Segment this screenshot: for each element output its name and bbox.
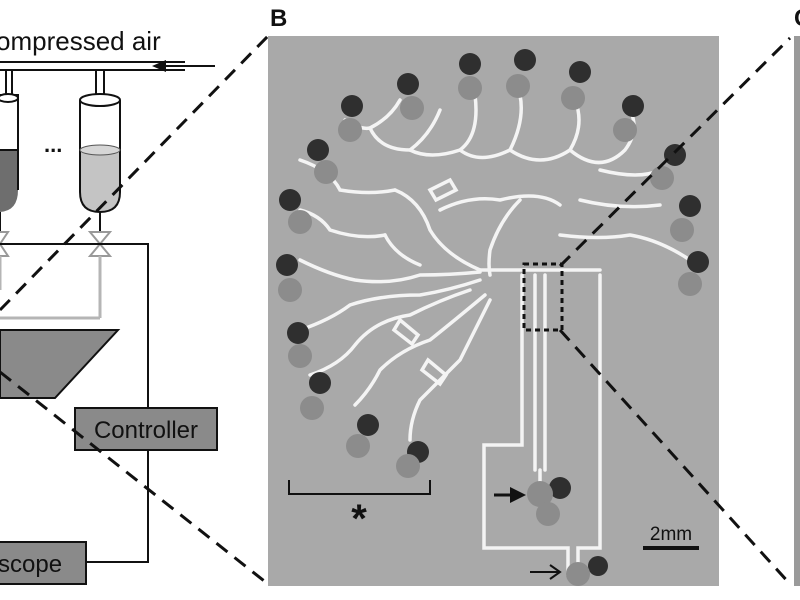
well xyxy=(346,414,379,458)
control-wiring xyxy=(0,243,149,563)
scale-bar-label: 2mm xyxy=(650,524,692,545)
well xyxy=(276,254,302,302)
asterisk-bracket xyxy=(288,480,431,495)
controller-label: Controller xyxy=(94,417,198,444)
well xyxy=(506,49,536,98)
outlet-arrow-bold xyxy=(494,487,526,503)
compressed-air-label: ompressed air xyxy=(0,26,161,56)
panel-b-letter: B xyxy=(270,5,287,32)
well xyxy=(396,441,429,478)
well-group xyxy=(276,49,709,586)
well xyxy=(338,95,363,142)
zoom-lines-a-to-b xyxy=(0,34,270,586)
well xyxy=(307,139,338,184)
well xyxy=(561,61,591,110)
well xyxy=(287,322,312,368)
well xyxy=(397,73,424,120)
well-bottom xyxy=(566,556,608,586)
scale-bar: 2mm xyxy=(643,524,699,550)
zoom-lines-b-to-c xyxy=(558,36,792,586)
well xyxy=(458,53,482,100)
outlet-arrow-thin xyxy=(530,564,562,580)
panel-c-photo-edge xyxy=(794,36,800,586)
ellipsis-text: ... xyxy=(44,132,62,157)
microscope-label: scope xyxy=(0,551,62,578)
reservoir-left xyxy=(0,93,19,212)
well xyxy=(678,251,709,296)
valve-left xyxy=(0,231,10,257)
air-flow-arrow xyxy=(152,60,215,72)
well-outlet xyxy=(527,477,571,526)
air-supply-lines xyxy=(0,61,185,95)
gray-tubing xyxy=(0,256,102,320)
panel-b-photo: * 2mm xyxy=(268,36,719,586)
well xyxy=(279,189,312,234)
well xyxy=(670,195,701,242)
panel-a-schematic: ompressed air ... xyxy=(0,26,218,585)
zoom-region-box xyxy=(522,262,564,332)
valve-stems xyxy=(0,212,101,232)
well xyxy=(613,95,644,142)
microscope-box: scope xyxy=(0,541,87,585)
channel-network xyxy=(298,93,692,577)
microfluidic-chip-schematic xyxy=(0,329,121,399)
well xyxy=(650,144,686,190)
panel-c-letter: C xyxy=(794,5,800,32)
asterisk-marker: * xyxy=(351,497,367,541)
controller-box: Controller xyxy=(74,407,218,451)
well xyxy=(300,372,331,420)
